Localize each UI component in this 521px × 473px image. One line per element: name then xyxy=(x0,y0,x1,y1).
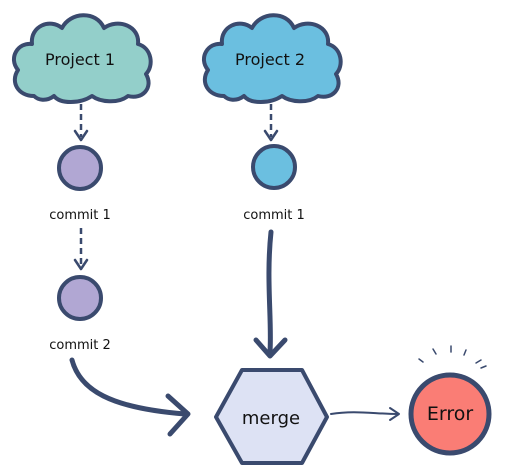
error-burst-icon xyxy=(418,345,487,369)
edge-commit2-to-merge xyxy=(69,357,191,437)
p2-commit1-circle xyxy=(251,144,297,190)
project2-cloud-shape xyxy=(202,13,343,104)
p1-commit1-circle xyxy=(57,145,103,191)
p1-commit2-label: commit 2 xyxy=(49,338,111,353)
merge-label: merge xyxy=(242,408,300,429)
edge-commit1-to-commit2 xyxy=(73,228,89,271)
error-label: Error xyxy=(427,403,474,425)
p1-commit2-node[interactable]: commit 2 xyxy=(49,275,111,353)
edge-p2commit1-to-merge xyxy=(253,229,288,359)
project1-label: Project 1 xyxy=(45,50,115,69)
error-circle xyxy=(408,372,492,456)
edge-project1-to-commit1 xyxy=(73,104,89,142)
p2-commit1-label: commit 1 xyxy=(243,208,305,223)
edge-project2-to-commit1 xyxy=(263,104,279,142)
p2-commit1-node[interactable]: commit 1 xyxy=(243,144,305,223)
p1-commit1-node[interactable]: commit 1 xyxy=(49,145,111,223)
error-node[interactable]: Error xyxy=(408,345,492,456)
merge-node[interactable]: merge xyxy=(214,368,329,465)
project2-node[interactable]: Project 2 xyxy=(202,13,343,104)
edge-merge-to-error xyxy=(330,407,400,421)
project1-cloud-shape xyxy=(12,13,153,104)
project1-node[interactable]: Project 1 xyxy=(12,13,153,104)
project2-label: Project 2 xyxy=(235,50,305,69)
p1-commit1-label: commit 1 xyxy=(49,208,111,223)
p1-commit2-circle xyxy=(57,275,103,321)
merge-hexagon-shape xyxy=(214,368,329,465)
